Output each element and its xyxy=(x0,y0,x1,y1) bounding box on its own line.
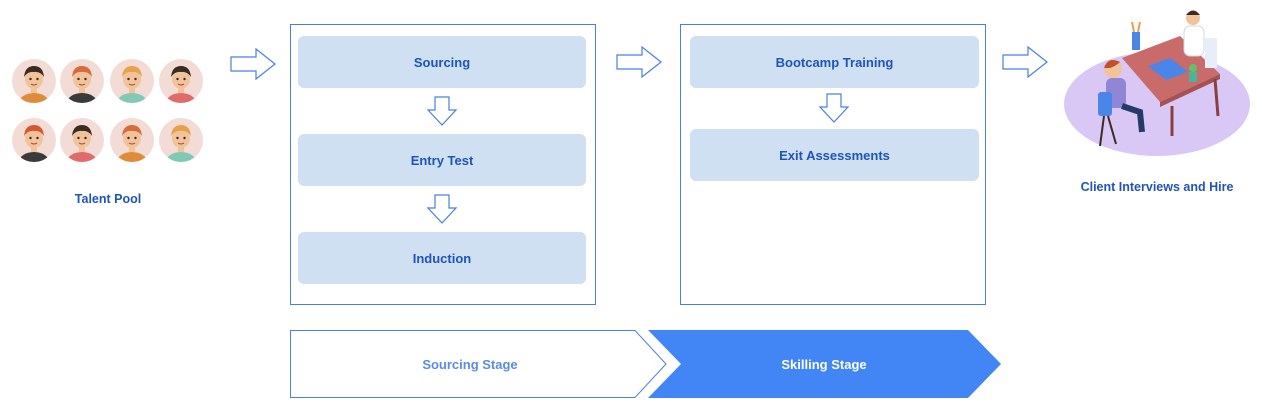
person-avatar-icon xyxy=(60,59,104,103)
person-avatar-icon xyxy=(110,118,154,162)
person-avatar-icon xyxy=(12,59,56,103)
sourcing-stage-banner xyxy=(290,330,667,398)
person-avatar-icon xyxy=(110,59,154,103)
right-arrow-icon xyxy=(616,45,662,79)
step-induction: Induction xyxy=(298,232,586,284)
right-arrow-icon xyxy=(1002,45,1048,79)
down-arrow-icon xyxy=(818,93,850,123)
step-bootcamp-training: Bootcamp Training xyxy=(690,36,979,88)
skilling-stage-label: Skilling Stage xyxy=(781,357,867,372)
person-avatar-icon xyxy=(12,118,56,162)
down-arrow-icon xyxy=(426,194,458,224)
step-exit-assessments: Exit Assessments xyxy=(690,129,979,181)
talent-pool-label: Talent Pool xyxy=(74,192,142,206)
person-avatar-icon xyxy=(159,118,203,162)
sourcing-stage-label: Sourcing Stage xyxy=(422,357,518,372)
right-arrow-icon xyxy=(230,47,276,81)
person-avatar-icon xyxy=(60,118,104,162)
client-interviews-label: Client Interviews and Hire xyxy=(1080,180,1234,194)
interview-illustration xyxy=(1064,10,1250,156)
down-arrow-icon xyxy=(426,96,458,126)
skilling-stage-banner xyxy=(648,330,1001,398)
person-avatar-icon xyxy=(159,59,203,103)
step-sourcing: Sourcing xyxy=(298,36,586,88)
step-entry-test: Entry Test xyxy=(298,134,586,186)
